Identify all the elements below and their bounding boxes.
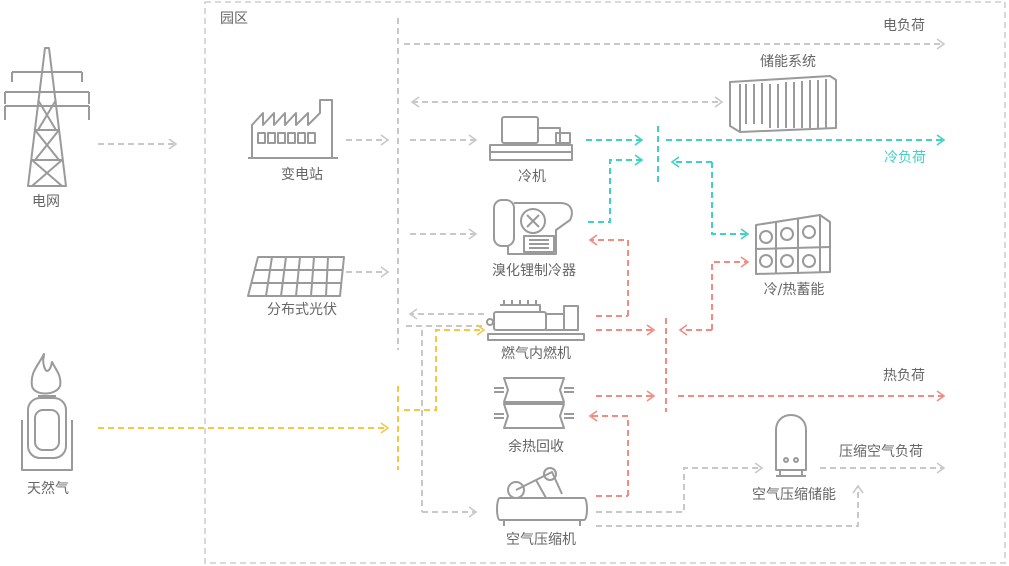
thermal-storage-icon <box>755 214 831 275</box>
chiller-label: 冷机 <box>518 169 546 185</box>
gas-engine-icon <box>486 300 585 341</box>
heating-flow-lines <box>588 234 946 497</box>
absorption-chiller-label: 溴化锂制冷器 <box>492 263 576 279</box>
compressed-air-load-label: 压缩空气负荷 <box>839 444 923 460</box>
park-region-border <box>204 1 1006 564</box>
cooling-load-label: 冷负荷 <box>884 150 926 166</box>
air-compressor-icon <box>496 467 588 526</box>
power-tower-icon <box>4 47 90 187</box>
gas-flame-icon <box>21 353 73 471</box>
chiller-icon <box>489 116 573 161</box>
heat-recovery-icon <box>494 377 574 429</box>
storage-system-label: 储能系统 <box>760 54 816 70</box>
gas-engine-label: 燃气内燃机 <box>501 346 571 362</box>
battery-container-icon <box>729 75 837 133</box>
substation-icon <box>248 99 338 159</box>
pv-label: 分布式光伏 <box>267 302 337 318</box>
absorption-chiller-icon <box>493 199 573 255</box>
air-storage-label: 空气压缩储能 <box>752 487 836 503</box>
electric-flow-lines <box>98 18 946 527</box>
thermal-storage-label: 冷/热蓄能 <box>763 282 825 298</box>
air-tank-icon <box>775 414 807 477</box>
gas-flow-lines <box>98 324 486 470</box>
natural-gas-label: 天然气 <box>27 481 69 497</box>
cooling-flow-lines <box>586 126 946 240</box>
grid-label: 电网 <box>32 194 60 210</box>
electric-load-label: 电负荷 <box>883 18 925 34</box>
heating-load-label: 热负荷 <box>883 368 925 384</box>
region-label: 园区 <box>220 11 248 27</box>
solar-panel-icon <box>247 256 345 297</box>
heat-recovery-label: 余热回收 <box>508 439 564 455</box>
substation-label: 变电站 <box>281 167 323 183</box>
air-compressor-label: 空气压缩机 <box>506 532 576 548</box>
